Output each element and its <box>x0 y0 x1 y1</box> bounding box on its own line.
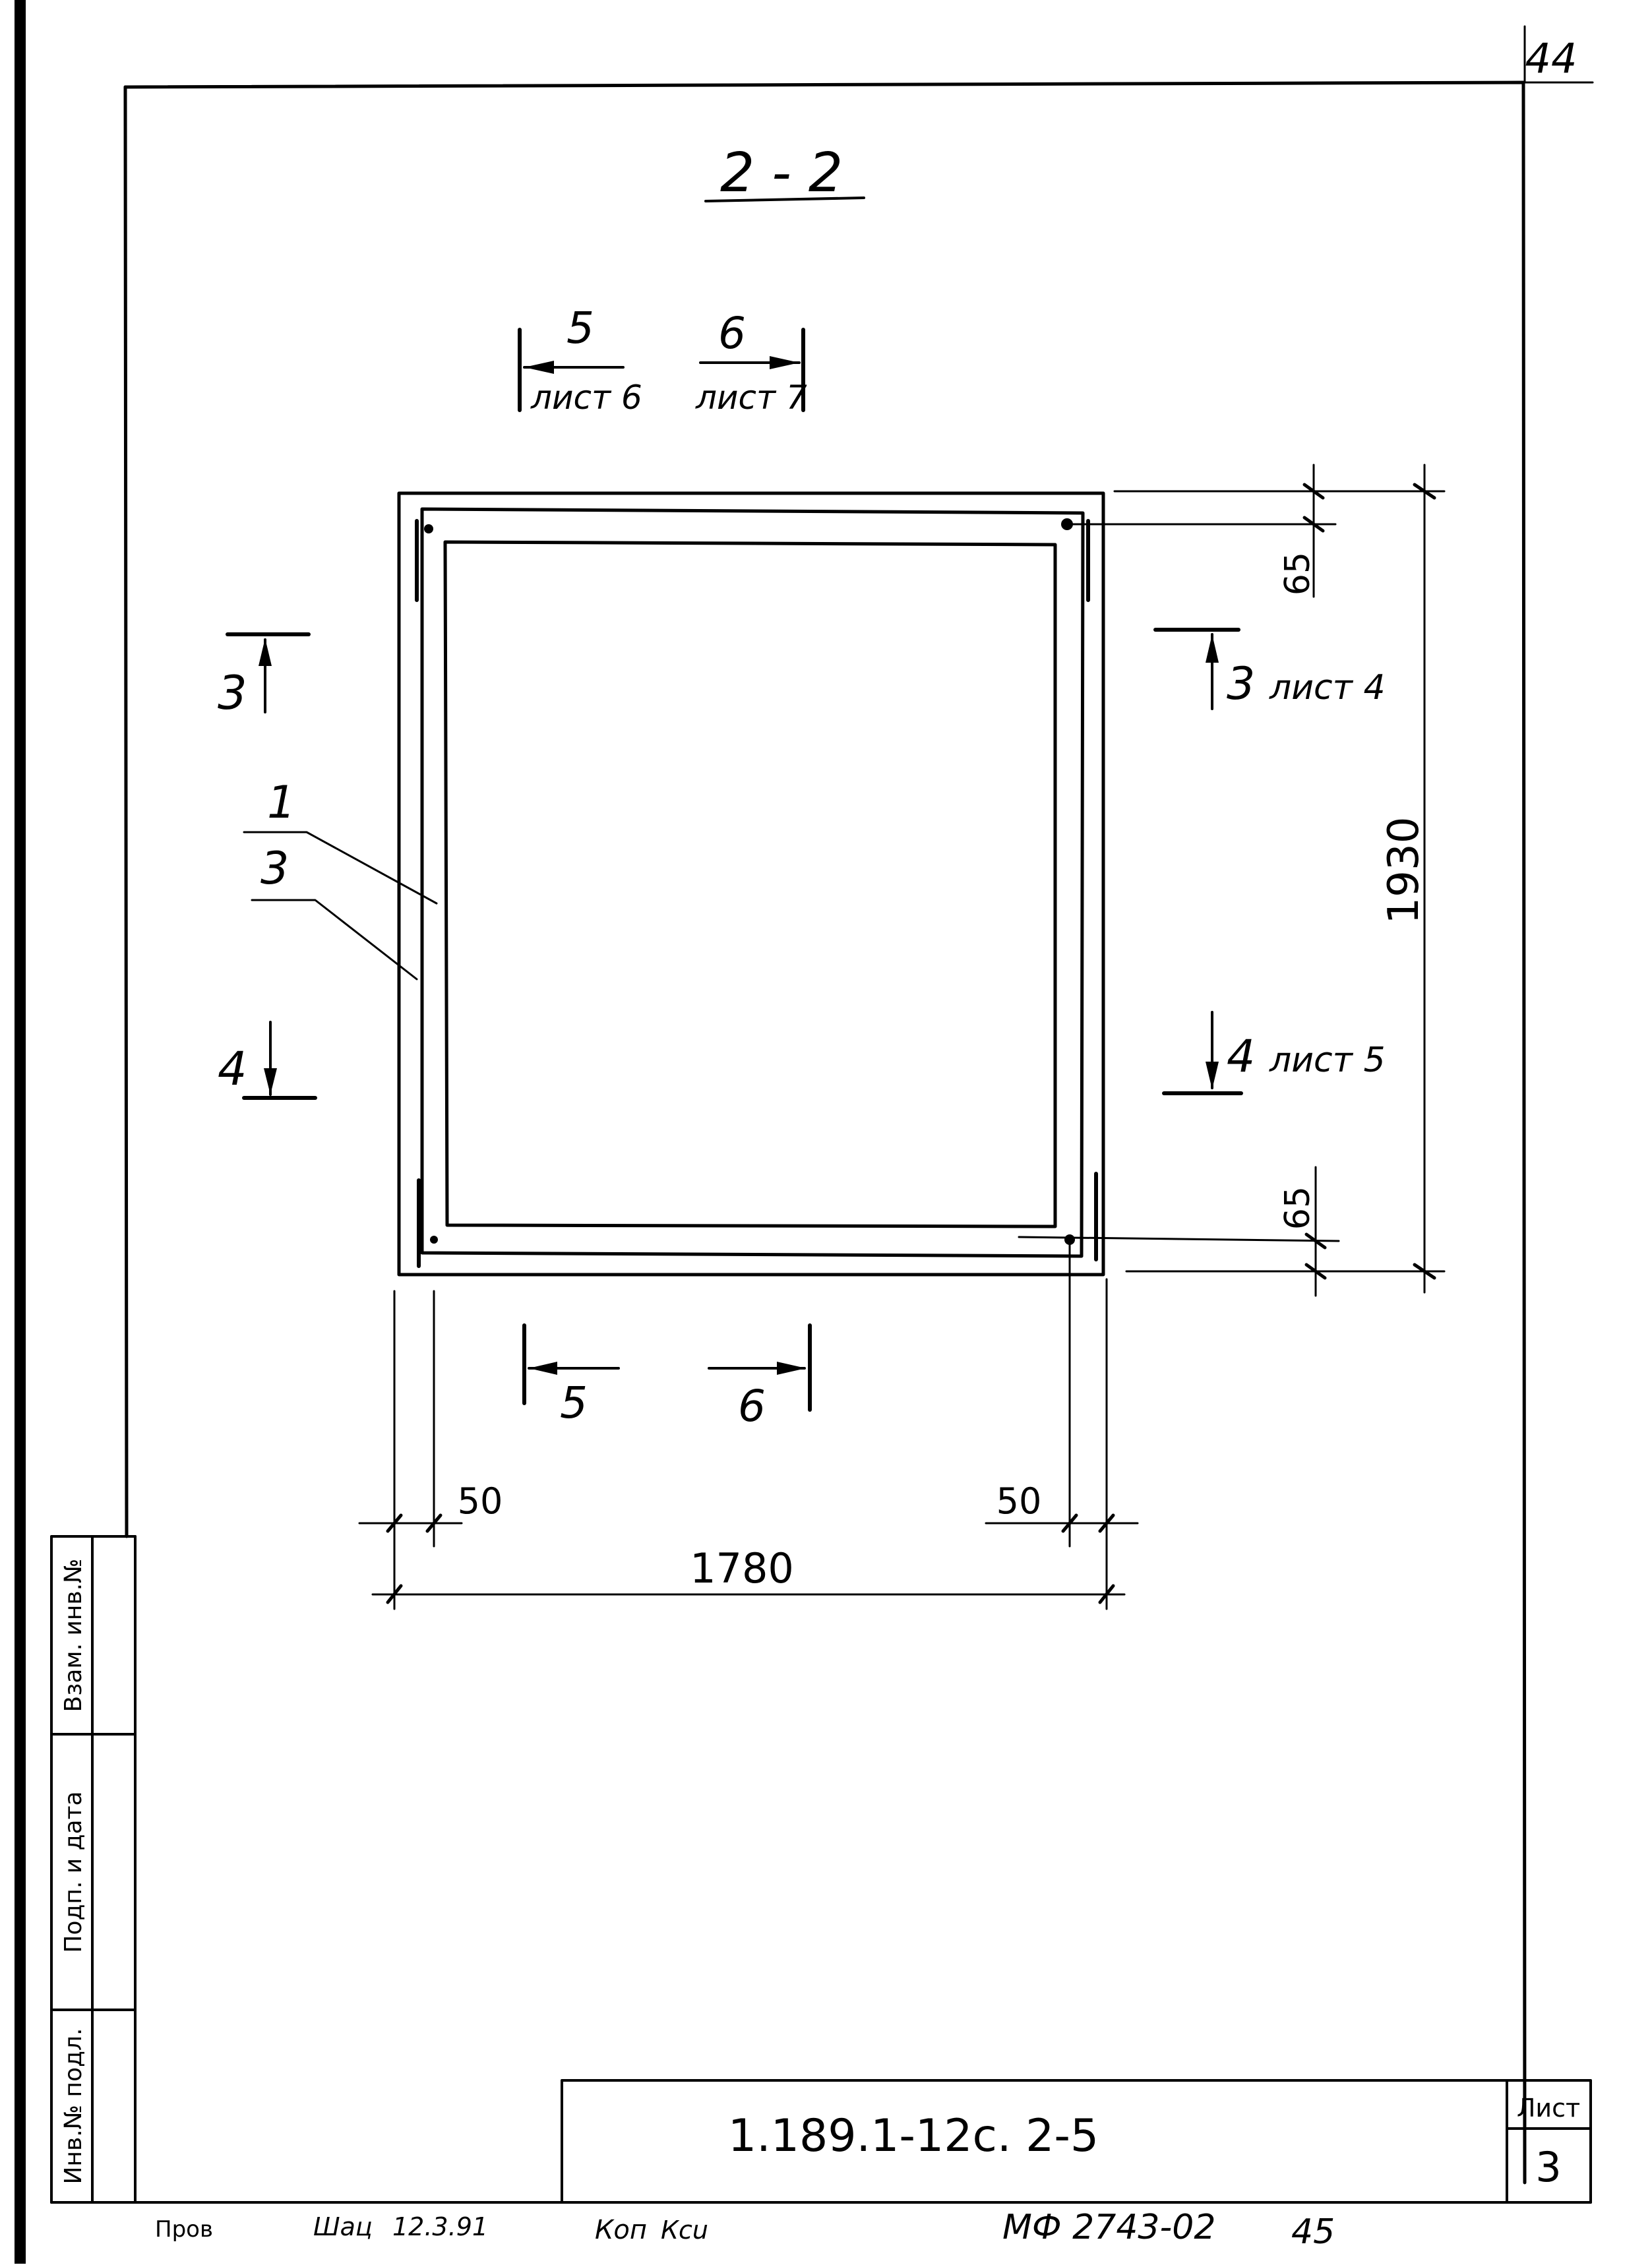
stamp-field-1: Инв.№ подл. <box>60 2028 87 2185</box>
document-code: 1.189.1-12с. 2-5 <box>728 2110 1099 2162</box>
side-stamp: Инв.№ подл. Подп. и дата Взам. инв.№ <box>50 1535 137 2204</box>
svg-text:1930: 1930 <box>1380 817 1428 924</box>
section-cut-3-right: 3 лист 4 <box>1153 628 1386 710</box>
dimension-overall-width: 1780 <box>371 1278 1126 1610</box>
svg-text:6: 6 <box>738 1381 766 1432</box>
dimension-top-cover: 65 <box>1066 464 1337 598</box>
copy-signature: Ксu <box>661 2216 708 2245</box>
svg-text:лист 7: лист 7 <box>695 378 807 417</box>
section-cut-6-bottom: 6 <box>708 1323 812 1432</box>
dimension-right-cover: 50 <box>985 1242 1139 1548</box>
stamp-field-2: Подп. и дата <box>60 1791 87 1952</box>
svg-text:65: 65 <box>1278 552 1318 595</box>
sheet-label: Лист <box>1517 2094 1580 2123</box>
copy-label: Коп <box>595 2215 647 2245</box>
stamp-field-3: Взам. инв.№ <box>60 1559 87 1712</box>
section-cut-3-left: 3 <box>218 632 311 720</box>
dimension-bottom-cover: 65 <box>1018 1166 1340 1297</box>
section-cut-6-top: 6 лист 7 <box>695 308 807 417</box>
checked-signature: Шац <box>313 2212 373 2241</box>
title-block: 1.189.1-12с. 2-5 Лист 3 <box>561 2079 1592 2204</box>
svg-text:50: 50 <box>996 1480 1042 1522</box>
svg-text:5: 5 <box>560 1377 588 1428</box>
position-callout-3: 3 <box>251 843 418 981</box>
section-cut-5-bottom: 5 <box>522 1323 620 1428</box>
archive-number: МФ 2743-02 <box>1002 2208 1215 2247</box>
svg-text:3: 3 <box>1227 658 1255 710</box>
footer: Пров Шац 12.3.91 Коп Ксu МФ 2743-02 45 <box>155 2208 1335 2252</box>
format-number: 45 <box>1291 2212 1335 2252</box>
dimension-left-cover: 50 <box>358 1290 503 1548</box>
svg-text:1780: 1780 <box>690 1544 794 1592</box>
sheet-frame <box>50 25 1594 2204</box>
section-cut-4-right: 4 лист 5 <box>1162 1011 1386 1095</box>
svg-text:лист 6: лист 6 <box>530 378 642 417</box>
dimension-overall-height: 1930 <box>1113 464 1446 1294</box>
svg-text:65: 65 <box>1278 1186 1318 1230</box>
binding-strip <box>15 0 26 2264</box>
svg-text:4: 4 <box>1227 1031 1255 1083</box>
section-cut-4-left: 4 <box>218 1021 317 1100</box>
svg-text:50: 50 <box>458 1480 503 1522</box>
sheet-number: 3 <box>1535 2143 1561 2191</box>
corner-sheet-number: 44 <box>1525 34 1577 82</box>
svg-text:лист 4: лист 4 <box>1269 668 1386 708</box>
checked-label: Пров <box>155 2216 213 2243</box>
svg-text:1: 1 <box>267 777 295 829</box>
section-title-underline <box>704 196 865 202</box>
svg-text:6: 6 <box>718 308 746 359</box>
section-cut-5-top: 5 лист 6 <box>518 303 642 417</box>
section-outline <box>397 491 1105 1277</box>
svg-text:4: 4 <box>218 1042 247 1096</box>
checked-date: 12.3.91 <box>392 2212 488 2241</box>
position-callout-1: 1 <box>243 777 438 905</box>
svg-text:3: 3 <box>260 843 289 895</box>
section-title: 2 - 2 <box>720 142 843 204</box>
svg-text:5: 5 <box>566 303 594 353</box>
svg-text:лист 5: лист 5 <box>1269 1041 1386 1080</box>
svg-text:3: 3 <box>218 666 247 720</box>
